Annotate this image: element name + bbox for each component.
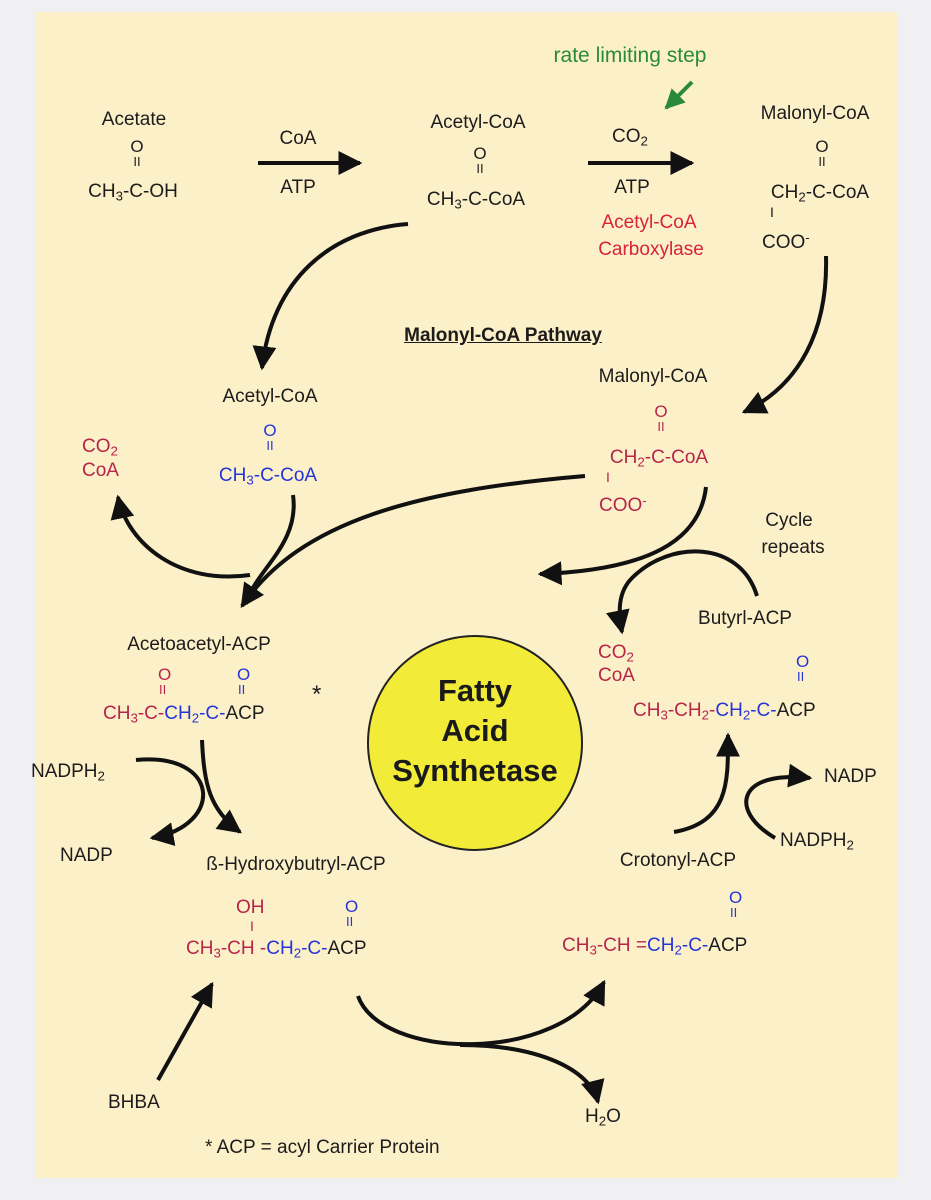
hydroxybutyryl-label: ß-Hydroxybutryl-ACP (206, 854, 386, 875)
acetoacetyl-asterisk: * (312, 681, 322, 708)
nadp-left: NADP (60, 845, 113, 866)
nadph-left: NADPH2 (31, 761, 105, 784)
butyryl-label: Butyrl-ACP (698, 608, 792, 629)
arrow-water-release (459, 1043, 605, 1105)
crotonyl-oxygen: O (729, 888, 743, 907)
step1-atp: ATP (280, 177, 316, 198)
acetoacetyl-double-bond2: II (238, 682, 246, 697)
step1-coa: CoA (279, 128, 317, 149)
arrow-release-co2-left (110, 494, 251, 579)
enzyme-line1: Fatty (437, 673, 513, 708)
crotonyl-formula: CH3-CH =CH2-C-ACP (562, 935, 748, 958)
released-coa-left: CoA (82, 460, 119, 481)
acetylcoa-top-double-bond: II (476, 161, 484, 176)
hydroxybutyryl-oxygen: O (345, 897, 359, 916)
arrow-cycle-repeats (606, 549, 759, 635)
malonylcoa-cycle-branch: I (606, 469, 610, 485)
malonylcoa-cycle-oxygen: O (654, 402, 668, 421)
acetylcoa-cycle-label: Acetyl-CoA (222, 386, 318, 407)
acetoacetyl-label: Acetoacetyl-ACP (127, 634, 271, 655)
acetylcoa-cycle-oxygen: O (263, 421, 277, 440)
acetate-double-bond: II (133, 154, 141, 169)
hydroxybutyryl-branch: I (250, 918, 254, 934)
acetylcoa-top-oxygen: O (473, 144, 487, 163)
pathway-title: Malonyl-CoA Pathway (404, 325, 602, 346)
malonylcoa-top-label: Malonyl-CoA (760, 103, 870, 124)
butyryl-oxygen: O (796, 652, 810, 671)
enzyme-line2: Acid (441, 713, 509, 748)
crotonyl-label: Crotonyl-ACP (619, 850, 737, 871)
malonylcoa-cycle-double-bond: II (657, 419, 665, 434)
rate-limiting-arrow (664, 80, 694, 110)
released-coa-right: CoA (598, 665, 635, 686)
acetoacetyl-oxygen1: O (158, 665, 172, 684)
malonylcoa-cycle-formula: CH2-C-CoA (609, 447, 709, 470)
enzyme-acetylcoa-carboxylase-line2: Carboxylase (598, 239, 704, 260)
acetate-oxygen: O (130, 137, 144, 156)
arrow-nadph-to-nadp-right (744, 763, 813, 840)
arrow-malonyl-into-cycle (537, 486, 708, 586)
acetylcoa-top-formula: CH3-C-CoA (426, 189, 526, 212)
arrow-acetylcoa-down (252, 222, 409, 371)
acetate-formula: CH3-C-OH (88, 181, 178, 204)
diagram-panel (35, 12, 898, 1178)
arrow-acetyl-to-acetoacetyl (244, 494, 296, 605)
fatty-acid-synthetase-circle: Fatty Acid Synthetase (367, 635, 583, 851)
hydroxybutyryl-double-bond: II (346, 914, 354, 929)
arrow-crotonyl-to-butyryl (673, 732, 741, 834)
acetylcoa-cycle-double-bond: II (266, 438, 274, 453)
malonylcoa-top-oxygen: O (815, 137, 829, 156)
cycle-repeats-line1: Cycle (765, 510, 813, 531)
butyryl-double-bond: II (797, 669, 805, 684)
nadph-right: NADPH2 (780, 830, 854, 853)
nadp-right: NADP (824, 766, 877, 787)
arrow-malonyl-to-acetoacetyl (240, 474, 586, 608)
arrow-acetoacetyl-to-hydroxy (200, 739, 242, 834)
enzyme-line3: Synthetase (392, 753, 558, 788)
cycle-repeats-line2: repeats (761, 537, 825, 558)
arrow-bhba-to-hydroxy (156, 981, 214, 1081)
acetoacetyl-formula: CH3-C-CH2-C-ACP (103, 703, 265, 726)
step2-atp: ATP (614, 177, 650, 198)
enzyme-acetylcoa-carboxylase-line1: Acetyl-CoA (601, 212, 697, 233)
butyryl-formula: CH3-CH2-CH2-C-ACP (633, 700, 816, 723)
released-co2-right: CO2 (598, 642, 634, 665)
malonylcoa-top-formula: CH2-C-CoA (770, 182, 870, 205)
released-co2-left: CO2 (82, 436, 118, 459)
arrow-nadph-to-nadp-left (135, 757, 205, 847)
step2-co2: CO2 (612, 126, 648, 149)
arrow-hydroxy-to-crotonyl (356, 979, 606, 1047)
water-label: H2O (585, 1106, 621, 1129)
malonylcoa-top-branch: I (770, 204, 774, 220)
arrow-malonylcoa-down (741, 255, 829, 414)
hydroxybutyryl-oh: OH (236, 897, 265, 918)
acetoacetyl-double-bond1: II (159, 682, 167, 697)
acetate-label: Acetate (101, 109, 167, 130)
bhba-label: BHBA (108, 1092, 160, 1113)
hydroxybutyryl-formula: CH3-CH -CH2-C-ACP (186, 938, 367, 961)
malonylcoa-cycle-label: Malonyl-CoA (598, 366, 708, 387)
malonylcoa-top-coo: COO- (762, 230, 810, 253)
malonylcoa-top-double-bond: II (818, 154, 826, 169)
acetylcoa-top-label: Acetyl-CoA (430, 112, 526, 133)
footnote: * ACP = acyl Carrier Protein (205, 1137, 440, 1158)
acetoacetyl-oxygen2: O (237, 665, 251, 684)
acetylcoa-cycle-formula: CH3-C-CoA (218, 465, 318, 488)
rate-limiting-label: rate limiting step (553, 44, 707, 67)
crotonyl-double-bond: II (730, 905, 738, 920)
malonylcoa-cycle-coo: COO- (599, 493, 647, 516)
